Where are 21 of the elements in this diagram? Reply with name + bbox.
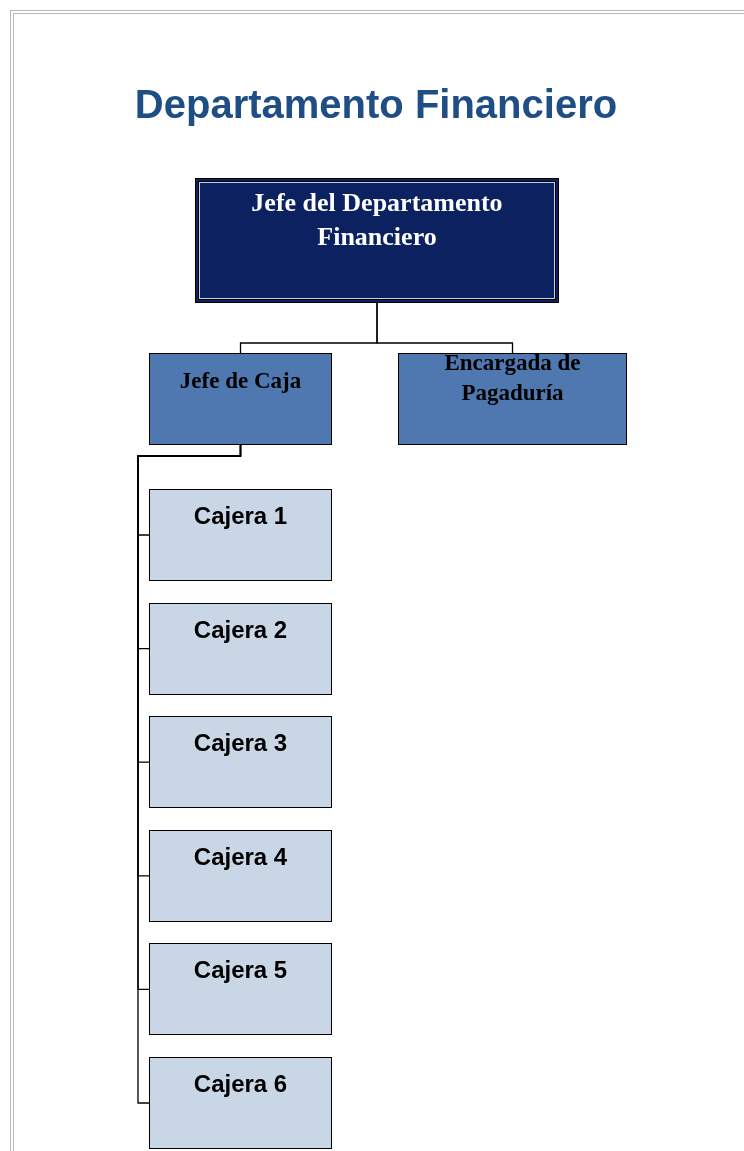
staff-box [149,829,332,922]
staff-box [149,943,332,1036]
position-title: Encargada de Pagaduría [443,349,582,407]
staff-box [149,1057,332,1149]
position-title: Cajera 2 [192,614,289,645]
position-title: Cajera 5 [192,955,289,986]
manager-box [398,353,627,445]
staff-box [149,602,332,695]
position-title: Cajera 4 [192,841,289,872]
position-title: Cajera 3 [192,728,289,759]
position-title: Cajera 1 [192,501,289,531]
connector-line [137,444,242,1104]
staff-box [149,716,332,809]
manager-box [149,353,332,445]
title: Departamento Financiero [133,82,619,127]
staff-box [149,489,332,581]
position-title: Cajera 6 [192,1069,289,1099]
connector-line [376,302,514,354]
director-box [195,178,559,303]
position-title: Jefe del Departamento Financiero [250,187,504,253]
position-title: Jefe de Caja [178,367,303,395]
